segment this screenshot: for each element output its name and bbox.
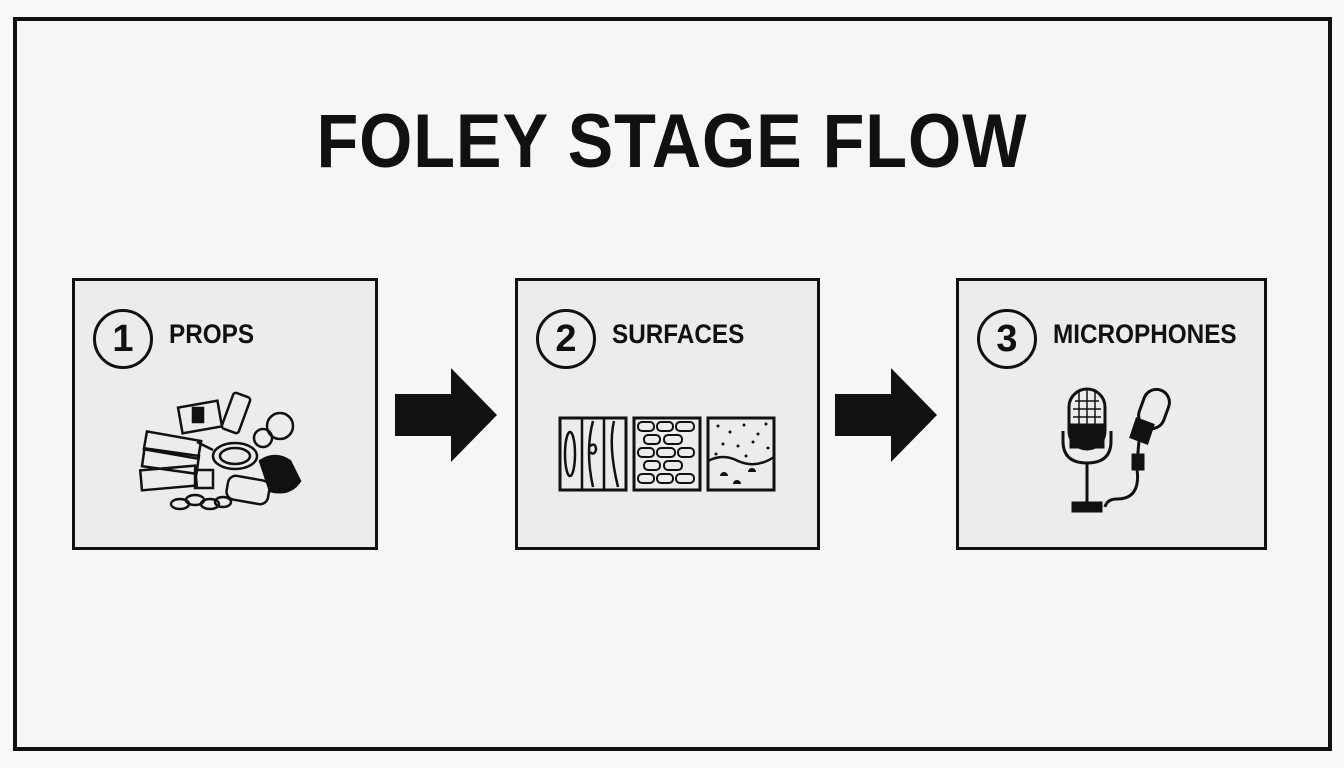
- step-surfaces: 2 SURFACES: [515, 278, 820, 550]
- step-number: 1: [93, 309, 153, 369]
- arrow-right-icon: [395, 368, 497, 462]
- diagram-title: FOLEY STAGE FLOW: [316, 99, 1028, 184]
- step-label: PROPS: [169, 319, 255, 349]
- step-number: 3: [977, 309, 1037, 369]
- step-microphones: 3 MICROPHONES: [956, 278, 1267, 550]
- arrow-right-icon: [835, 368, 937, 462]
- step-label: MICROPHONES: [1053, 319, 1237, 349]
- step-number: 2: [536, 309, 596, 369]
- microphones-icon: [1061, 387, 1171, 513]
- props-pile-icon: [138, 391, 302, 511]
- surface-textures-icon: [558, 416, 776, 492]
- step-props: 1 PROPS: [72, 278, 378, 550]
- step-label: SURFACES: [612, 319, 745, 349]
